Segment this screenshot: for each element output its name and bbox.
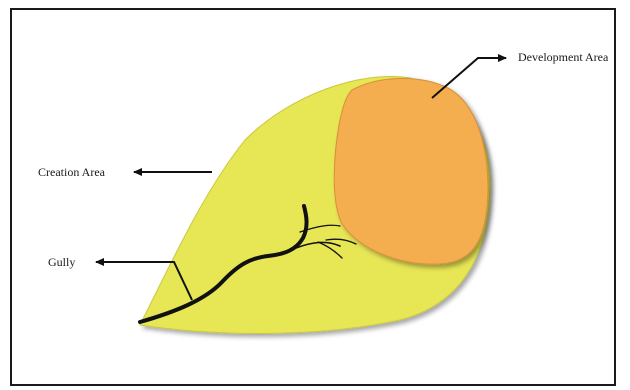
- development-area-shape: [334, 78, 488, 264]
- creation-area-label: Creation Area: [38, 165, 106, 179]
- gully-label: Gully: [48, 255, 75, 269]
- development-area-label: Development Area: [518, 50, 609, 64]
